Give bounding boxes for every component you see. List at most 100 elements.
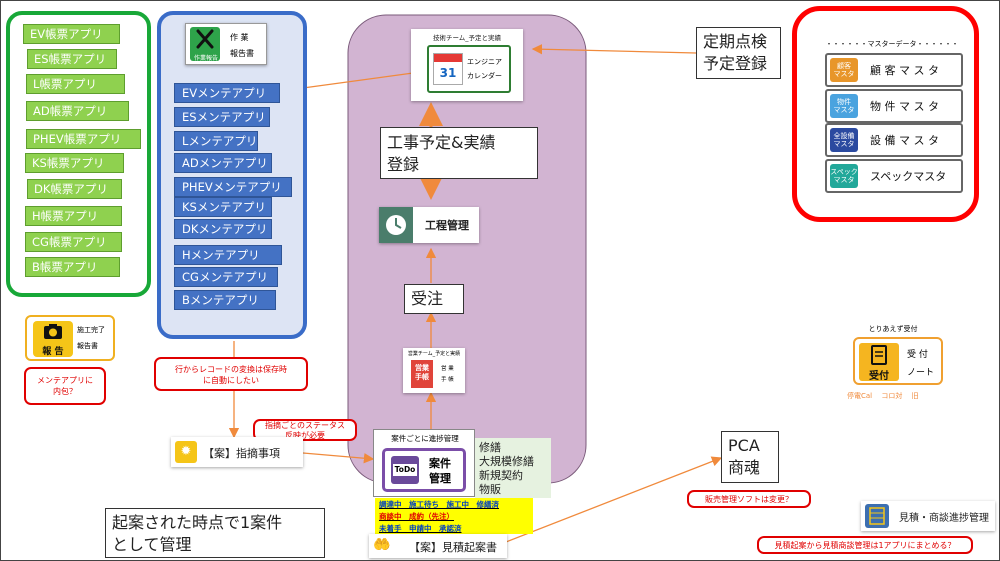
- project-frame: ToDo 案件 管理: [382, 448, 466, 492]
- report-title-2: 報告書: [77, 342, 98, 350]
- sales-notebook-card[interactable]: 営業チーム_予定と実績 営業 手帳 営 業 手 帳: [403, 348, 465, 393]
- finding-card[interactable]: ✹ 【案】指摘事項: [171, 437, 303, 467]
- spec-master-label: スペックマスタ: [870, 170, 947, 183]
- hand-icon: 🤲: [373, 537, 391, 553]
- form-app-cg[interactable]: CG帳票アプリ: [25, 232, 122, 252]
- report-icon-label: 報 告: [42, 347, 64, 357]
- maint-app-dk[interactable]: DKメンテアプリ: [174, 219, 272, 239]
- project-types: 修繕 大規模修繕 新規契約 物販: [475, 438, 551, 498]
- finding-label: 【案】指摘事項: [203, 447, 280, 460]
- status-legend: 調達中 施工待ち 施工中 修繕済 商談中 成約（先注） 未着手 申請中 承認済: [375, 498, 533, 534]
- customer-master-icon: 顧客 マスタ: [830, 58, 858, 82]
- clipboard-icon: 受付: [859, 343, 899, 382]
- note-status: 指摘ごとのステータス 反映が必要: [253, 419, 357, 441]
- maint-app-ks[interactable]: KSメンテアプリ: [174, 197, 272, 217]
- work-report-icon-caption: 作業報告: [193, 55, 218, 62]
- status-not-started: 未着手: [379, 524, 402, 533]
- status-repaired: 修繕済: [476, 500, 500, 509]
- status-approved: 承認済: [439, 524, 462, 533]
- form-app-l[interactable]: L帳票アプリ: [26, 74, 125, 94]
- estimate-mgmt-card[interactable]: 見積・商談進捗管理: [861, 501, 995, 531]
- status-applying: 申請中: [409, 524, 432, 533]
- arrow-estimate-to-pca: [505, 456, 723, 543]
- calendar-title-1: エンジニア: [467, 58, 502, 66]
- form-app-phev[interactable]: PHEV帳票アプリ: [26, 129, 141, 149]
- status-line-sales: 商談中 成約（先注）: [379, 511, 529, 523]
- maint-app-l[interactable]: Lメンテアプリ: [174, 131, 258, 151]
- property-master-icon: 物件 マスタ: [830, 94, 858, 118]
- sales-caption: 営業チーム_予定と実績: [407, 351, 461, 357]
- reception-tags: 停電Cal コロ対 旧: [847, 392, 919, 400]
- status-contracted: 成約（先注）: [409, 512, 454, 521]
- note-sales-software: 販売管理ソフトは変更？: [687, 490, 811, 508]
- reception-card[interactable]: 受付 受 付 ノート: [853, 337, 943, 385]
- tools-icon: [190, 27, 220, 61]
- abacus-icon: [865, 504, 889, 528]
- spec-master-icon: スペック マスタ: [830, 164, 858, 188]
- form-app-ks[interactable]: KS帳票アプリ: [25, 153, 124, 173]
- status-line-construction: 調達中 施工待ち 施工中 修繕済: [379, 499, 529, 511]
- form-app-ad[interactable]: AD帳票アプリ: [26, 101, 129, 121]
- project-title-1: 案件: [429, 457, 451, 470]
- arrow-periodic-to-calendar: [531, 44, 697, 55]
- sales-side-1: 営 業: [441, 366, 454, 372]
- form-app-es[interactable]: ES帳票アプリ: [27, 49, 117, 69]
- form-app-b[interactable]: B帳票アプリ: [25, 257, 120, 277]
- clock-icon: [379, 207, 413, 243]
- box-order: 受注: [404, 284, 464, 314]
- camera-icon: 報 告: [33, 321, 73, 357]
- form-app-h[interactable]: H帳票アプリ: [25, 206, 122, 226]
- estimate-card[interactable]: 🤲 【案】見積起案書: [369, 534, 507, 558]
- maint-app-h[interactable]: Hメンテアプリ: [174, 245, 282, 265]
- status-waiting: 施工待ち: [409, 500, 439, 509]
- customer-master-label: 顧 客 マ ス タ: [870, 64, 939, 77]
- project-type-repair: 修繕: [479, 441, 501, 454]
- box-schedule-record: 工事予定&実績 登録: [380, 127, 538, 179]
- engineer-calendar-card[interactable]: 技術チーム_予定と実績 31 エンジニア カレンダー: [411, 29, 523, 101]
- maint-app-b[interactable]: Bメンテアプリ: [174, 290, 276, 310]
- equipment-master-icon: 全設備 マスタ: [830, 128, 858, 152]
- property-master-label: 物 件 マ ス タ: [870, 100, 939, 113]
- sales-icon: 営業 手帳: [411, 360, 433, 388]
- maint-app-phev[interactable]: PHEVメンテアプリ: [174, 177, 292, 197]
- reception-title-1: 受 付: [907, 350, 928, 360]
- project-caption: 案件ごとに進捗管理: [391, 434, 459, 443]
- box-project-note: 起案された時点で1案件 として管理: [105, 508, 325, 558]
- lightbulb-icon: ✹: [175, 441, 197, 463]
- process-mgmt-card[interactable]: 工程管理: [379, 207, 479, 243]
- maint-app-ad[interactable]: ADメンテアプリ: [174, 153, 272, 173]
- equipment-master-label: 設 備 マ ス タ: [870, 134, 939, 147]
- work-report-title-1: 作 業: [230, 33, 249, 42]
- calendar-caption: 技術チーム_予定と実績: [432, 34, 502, 42]
- reception-title-2: ノート: [907, 368, 935, 378]
- note-report: メンテアプリに 内包？: [24, 367, 106, 405]
- maint-app-cg[interactable]: CGメンテアプリ: [174, 267, 278, 287]
- project-mgmt-card[interactable]: 案件ごとに進捗管理 ToDo 案件 管理: [373, 429, 475, 497]
- process-label: 工程管理: [425, 219, 469, 232]
- maint-app-es[interactable]: ESメンテアプリ: [174, 107, 270, 127]
- project-type-new-contract: 新規契約: [479, 469, 523, 482]
- work-report-card[interactable]: 作業報告 作 業 報告書: [185, 23, 267, 65]
- master-property[interactable]: 物件 マスタ 物 件 マ ス タ: [825, 89, 963, 123]
- calendar-frame: 31 エンジニア カレンダー: [427, 45, 511, 93]
- work-report-title-2: 報告書: [230, 49, 254, 58]
- completion-report-card[interactable]: 報 告 施工完了 報告書: [25, 315, 115, 361]
- reception-icon-label: 受付: [869, 371, 889, 382]
- master-equipment[interactable]: 全設備 マスタ 設 備 マ ス タ: [825, 123, 963, 157]
- calendar-day: 31: [439, 66, 457, 80]
- master-header: ・・・・・・マスターデータ・・・・・・: [825, 40, 959, 48]
- note-record-conversion: 行からレコードの変換は保存時 に自動にしたい: [154, 357, 308, 391]
- master-spec[interactable]: スペック マスタ スペックマスタ: [825, 159, 963, 193]
- form-app-dk[interactable]: DK帳票アプリ: [27, 179, 122, 199]
- form-app-ev[interactable]: EV帳票アプリ: [23, 24, 120, 44]
- status-line-application: 未着手 申請中 承認済: [379, 523, 529, 535]
- sales-side-2: 手 帳: [441, 377, 454, 383]
- todo-icon: ToDo: [391, 456, 419, 484]
- box-periodic-inspection: 定期点検 予定登録: [696, 27, 781, 79]
- maint-app-ev[interactable]: EVメンテアプリ: [174, 83, 280, 103]
- status-procuring: 調達中: [379, 500, 402, 509]
- estimate-mgmt-label: 見積・商談進捗管理: [899, 513, 989, 524]
- arrow-finding-to-project: [302, 452, 375, 464]
- master-customer[interactable]: 顧客 マスタ 顧 客 マ ス タ: [825, 53, 963, 87]
